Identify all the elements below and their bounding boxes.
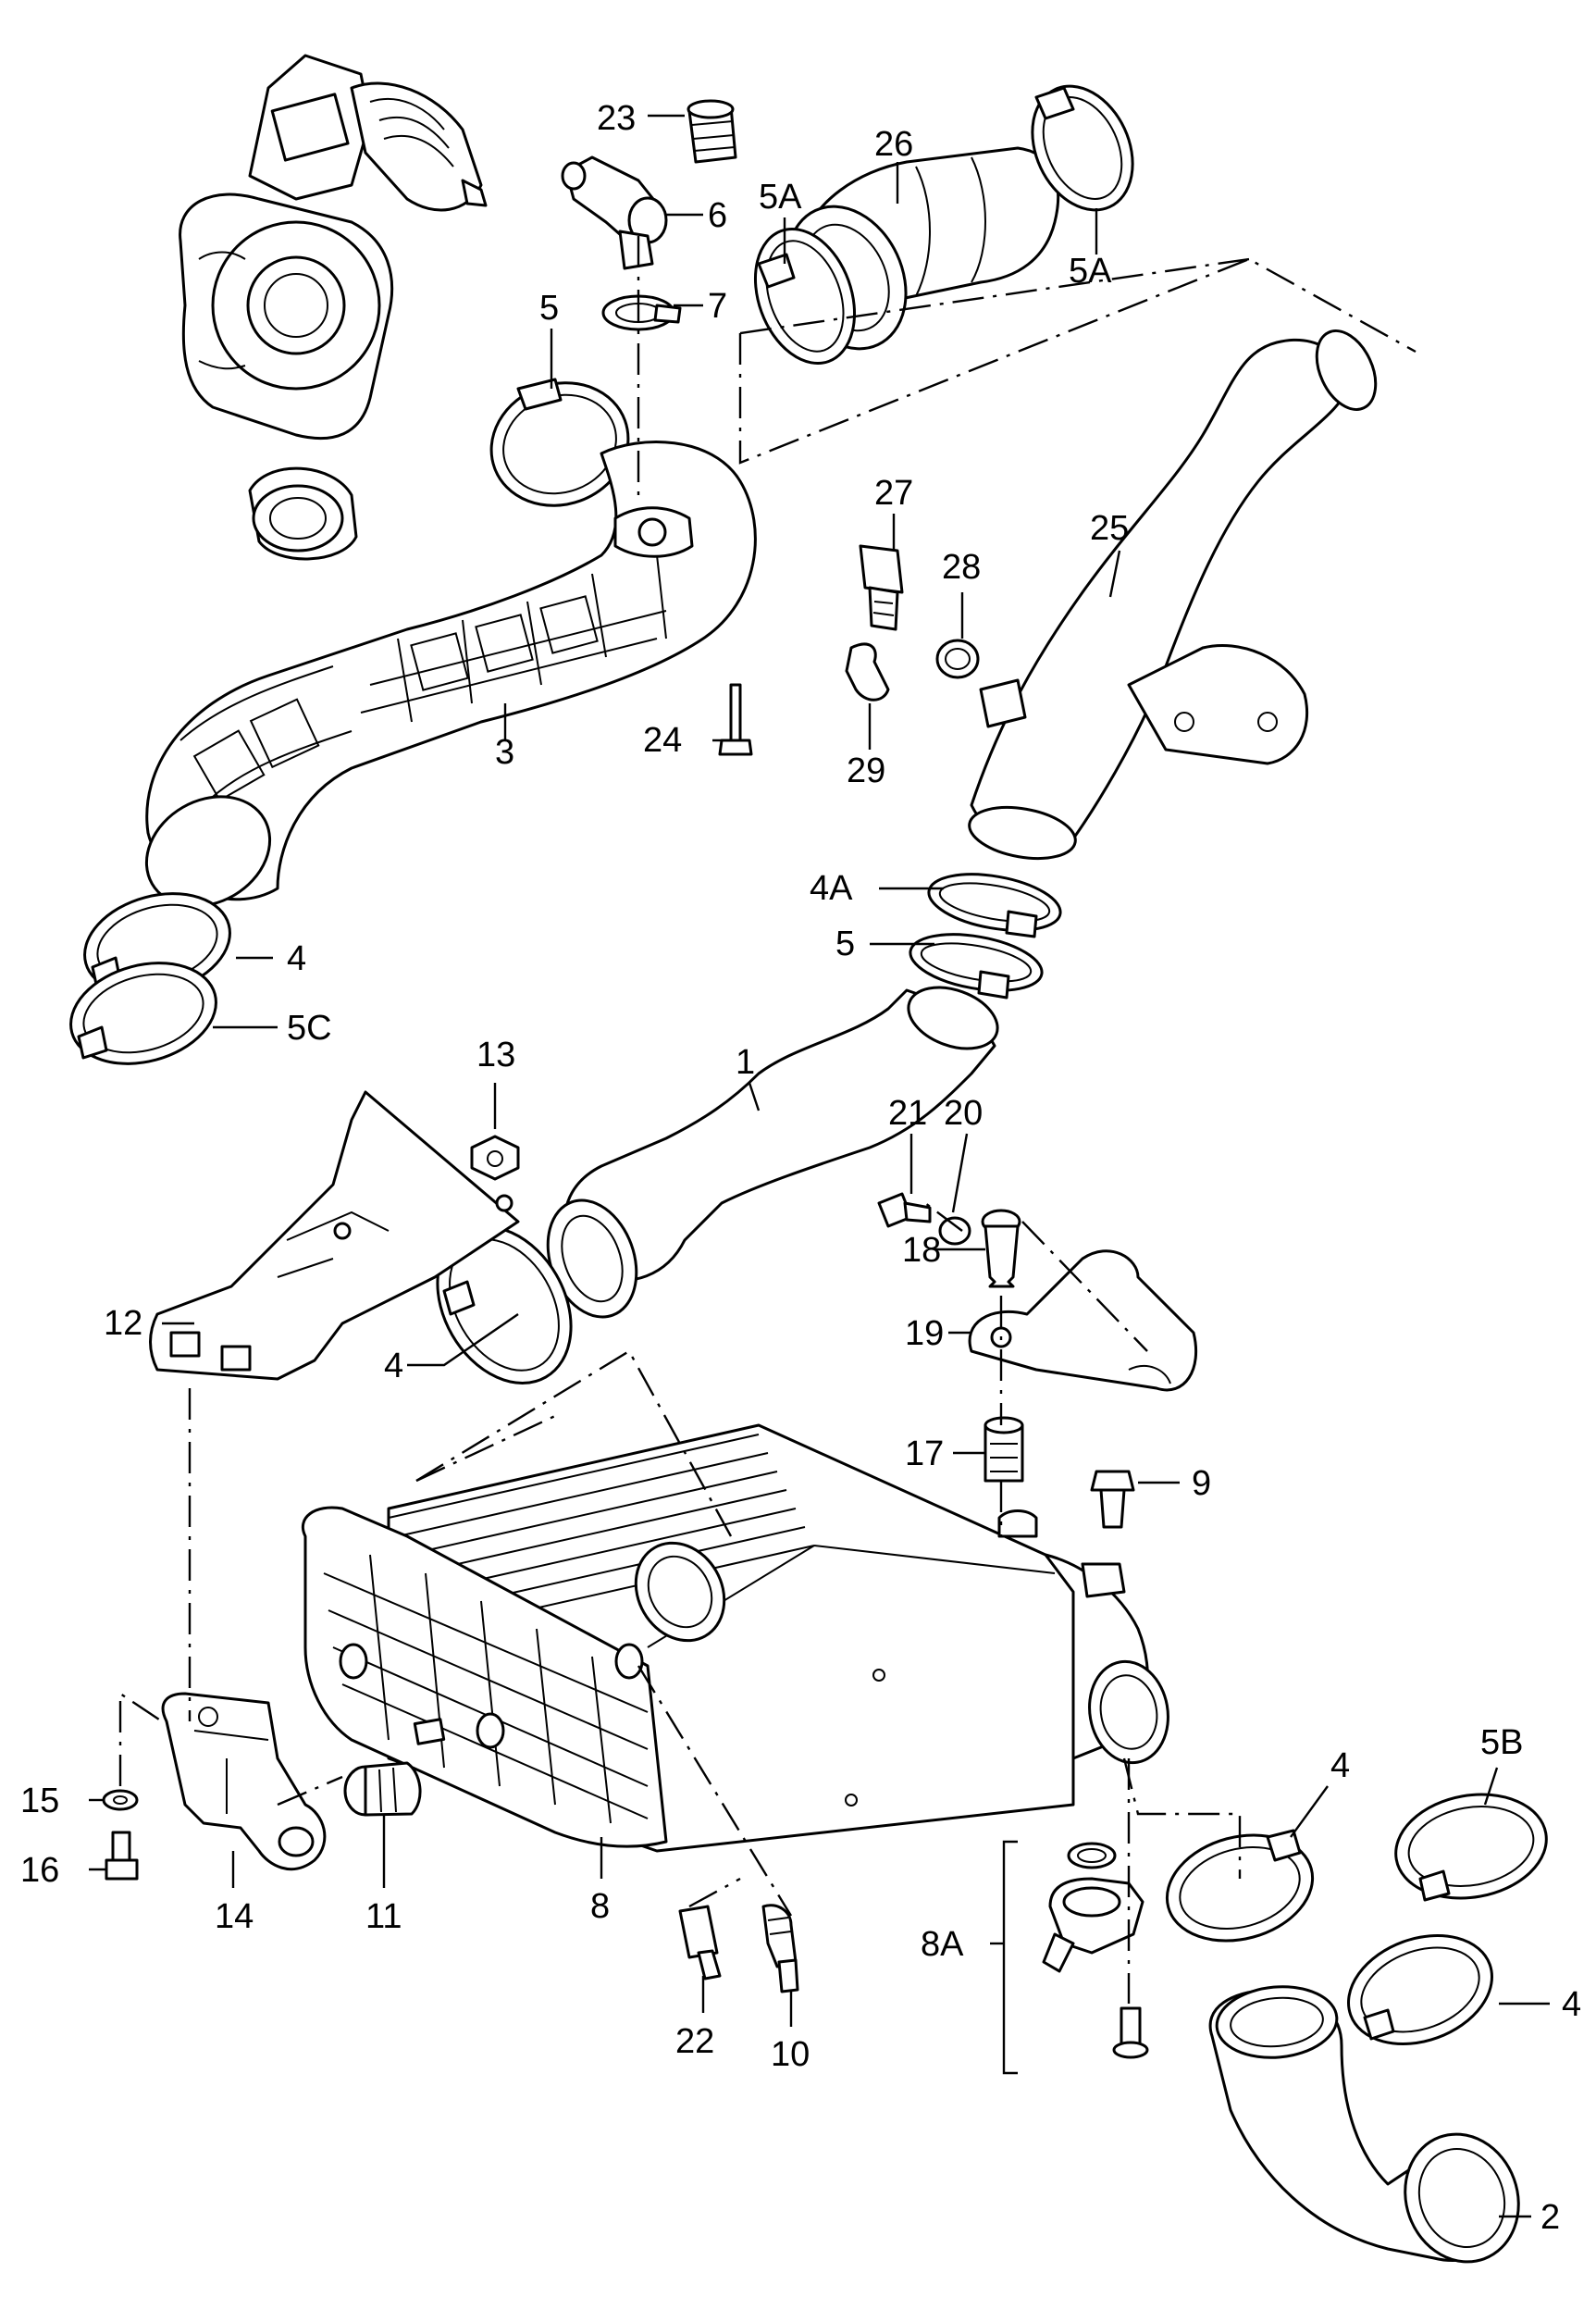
callout-14: 14: [215, 1897, 254, 1936]
part-5-clamp-mid: [909, 933, 1044, 1000]
callout-5A-top: 5A: [759, 178, 802, 217]
part-1-hose: [546, 986, 999, 1319]
part-4-clamp-right: [1165, 1829, 1315, 1943]
part-4-clamp-mid: [436, 1225, 573, 1385]
callout-4A: 4A: [810, 869, 853, 908]
callout-4-far-right: 4: [1562, 1985, 1581, 2024]
part-8-intercooler: [302, 1423, 1169, 1853]
callout-12: 12: [104, 1304, 142, 1343]
part-4-clamp-far-right: [1347, 1934, 1493, 2045]
part-3-intake-hose: [144, 441, 757, 908]
part-22-fitting: [678, 1905, 722, 1981]
part-14-bracket: [161, 1692, 327, 1871]
part-27-sensor: [859, 544, 904, 631]
part-5-clamp-top: [489, 378, 630, 507]
callout-8: 8: [590, 1887, 610, 1926]
callout-23: 23: [597, 99, 636, 138]
callout-25: 25: [1090, 509, 1129, 548]
callout-22: 22: [675, 2022, 714, 2061]
part-29-clip: [845, 642, 890, 702]
callout-5-mid: 5: [835, 925, 855, 963]
part-8A-fitting-group: [1042, 1842, 1149, 2059]
part-24-bolt: [718, 683, 753, 756]
assembly-dashed-lines: [118, 236, 1417, 2004]
part-10-sensor: [761, 1904, 799, 1993]
part-21-bolt: [877, 1192, 932, 1228]
callout-10: 10: [771, 2035, 810, 2074]
callout-20: 20: [944, 1094, 983, 1133]
callout-labels: 23 26 6 5A 5A 7 5 27 28 25 24 3 29 4A 5 …: [20, 99, 1581, 2237]
part-9-plug: [1090, 1470, 1135, 1529]
callout-17: 17: [905, 1434, 944, 1473]
part-5B-clamp: [1394, 1793, 1548, 1902]
callout-4-right: 4: [1330, 1746, 1350, 1785]
callout-3: 3: [495, 733, 514, 772]
callout-27: 27: [874, 474, 913, 513]
part-11-bushing: [343, 1761, 422, 1817]
part-2-hose: [1208, 1985, 1520, 2264]
part-20-washer: [938, 1216, 971, 1246]
callout-15: 15: [20, 1782, 59, 1820]
bracket-8A: [990, 1840, 1018, 2075]
callout-13: 13: [476, 1036, 515, 1074]
callout-19: 19: [905, 1314, 944, 1353]
part-6-elbow-fitting: [561, 155, 668, 270]
callout-4-mid: 4: [384, 1347, 403, 1385]
part-7-small-clamp: [601, 294, 682, 331]
part-4A-clamp: [927, 873, 1062, 938]
callout-11: 11: [365, 1897, 402, 1936]
callout-2: 2: [1540, 2198, 1560, 2237]
callout-8A: 8A: [921, 1925, 964, 1964]
callout-9: 9: [1192, 1464, 1211, 1503]
part-5A-clamp-right: [1031, 84, 1134, 212]
part-13-nut: [470, 1135, 520, 1181]
part-15-washer: [102, 1789, 139, 1811]
callout-6: 6: [708, 196, 727, 235]
callout-18: 18: [902, 1231, 941, 1270]
leader-lines: [89, 114, 1550, 2218]
part-17-bushing: [984, 1416, 1024, 1483]
callout-5A-right: 5A: [1069, 252, 1112, 291]
callout-29: 29: [847, 751, 885, 790]
part-18-bolt: [981, 1209, 1021, 1288]
part-28-o-ring: [935, 639, 980, 679]
callout-26: 26: [874, 125, 913, 164]
callout-21: 21: [888, 1094, 927, 1133]
callout-24: 24: [643, 721, 682, 760]
callout-5-top: 5: [539, 289, 559, 328]
part-5C-clamp: [69, 962, 217, 1065]
callout-5B: 5B: [1480, 1723, 1523, 1762]
part-25-pipe: [968, 329, 1378, 861]
part-19-bracket: [968, 1249, 1198, 1392]
part-23-plug: [687, 99, 737, 164]
callout-4-left: 4: [287, 939, 306, 978]
callout-7: 7: [708, 287, 727, 326]
callout-1: 1: [736, 1043, 755, 1082]
callout-28: 28: [942, 548, 981, 587]
part-16-bolt: [105, 1831, 139, 1881]
callout-16: 16: [20, 1851, 59, 1890]
part-12-bracket: [149, 1090, 520, 1381]
turbocharger: [179, 54, 488, 561]
callout-5C: 5C: [287, 1009, 332, 1048]
